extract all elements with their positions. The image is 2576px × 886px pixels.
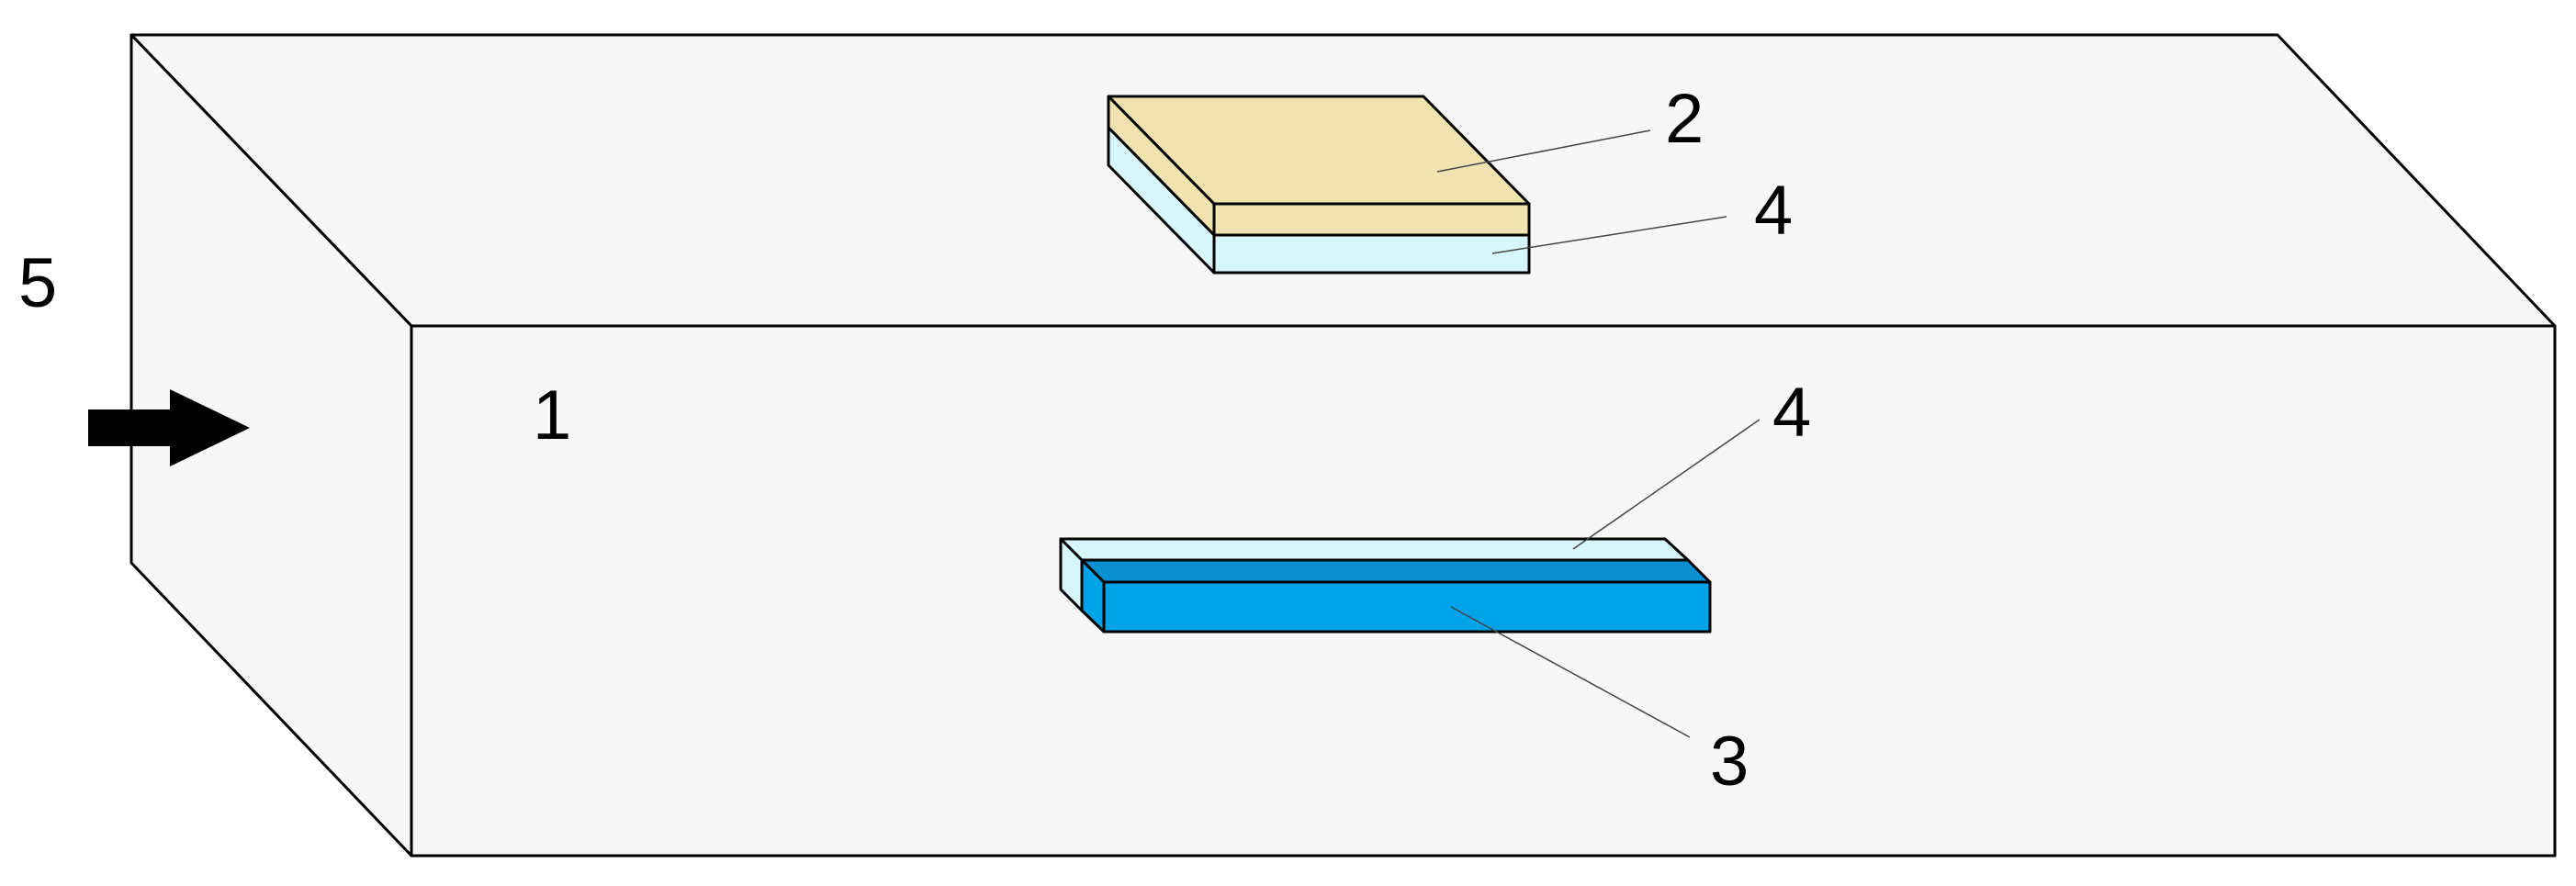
leader-line-bar-coating xyxy=(1572,419,1760,550)
leader-lines xyxy=(1436,129,1760,738)
top-plate-front-face xyxy=(1212,202,1531,237)
bar-assembly xyxy=(1059,537,1712,634)
top-plate-assembly xyxy=(1107,95,1531,275)
bar-top-face xyxy=(1080,558,1712,584)
arrow-right-icon xyxy=(88,389,250,466)
label-top-coating: 4 xyxy=(1754,172,1793,250)
label-flow: 5 xyxy=(18,244,57,322)
top-coating-front-face xyxy=(1212,233,1531,275)
bar-coating-top-face xyxy=(1059,537,1690,562)
label-bar-coating: 4 xyxy=(1772,374,1811,452)
label-box: 1 xyxy=(533,376,571,454)
leader-line-top-coating xyxy=(1491,216,1727,254)
leader-line-plate xyxy=(1436,129,1651,173)
label-top-plate: 2 xyxy=(1665,80,1704,158)
label-bar: 3 xyxy=(1710,723,1749,801)
bar-front-face xyxy=(1102,580,1712,634)
leader-line-bar xyxy=(1450,606,1691,738)
